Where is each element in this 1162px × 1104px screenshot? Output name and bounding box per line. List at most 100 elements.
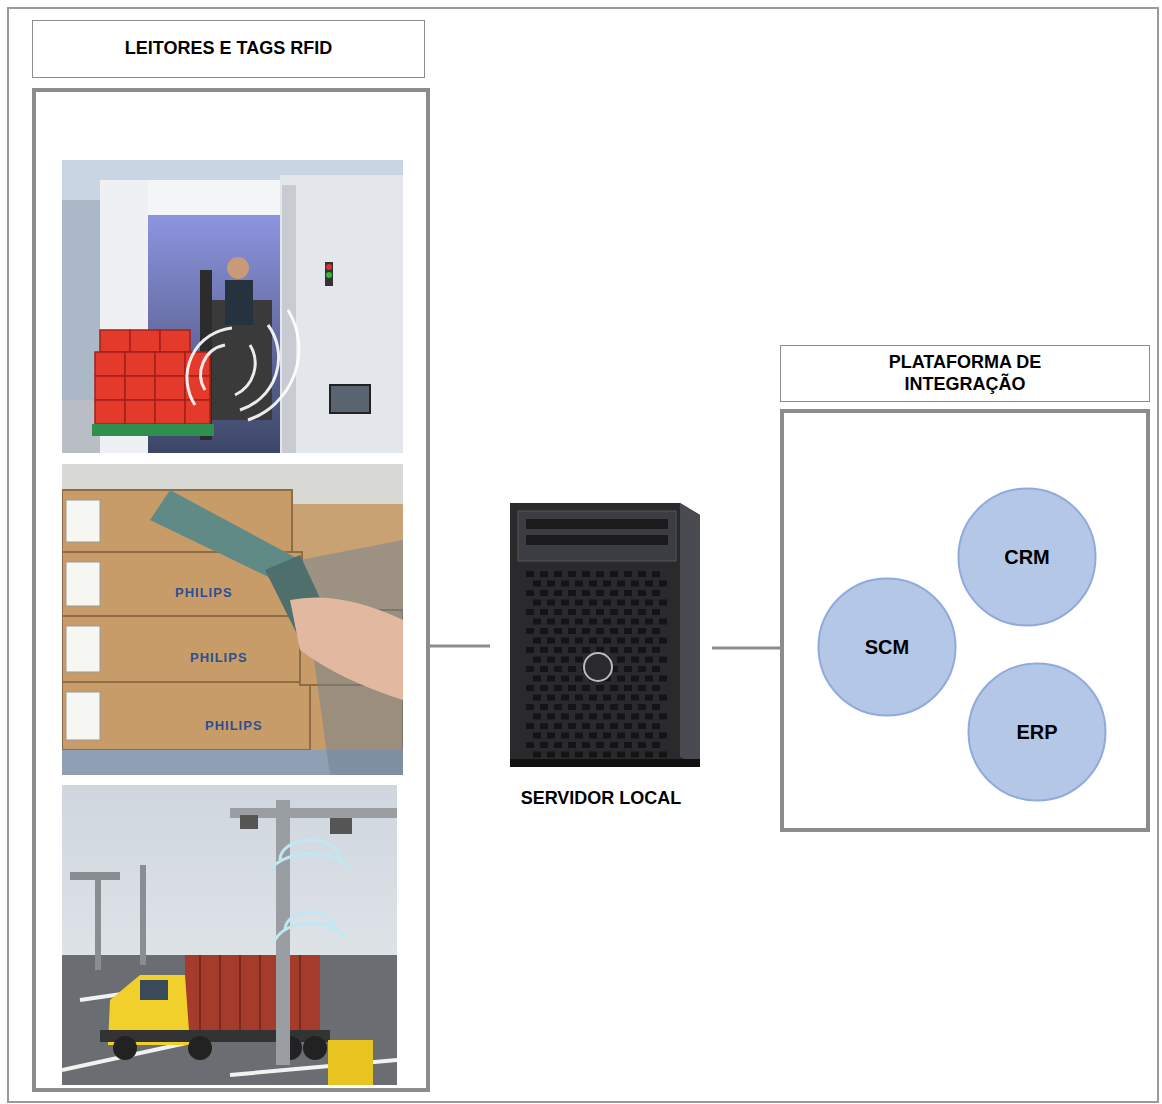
drawing-part [645, 638, 653, 644]
drawing-part [526, 519, 668, 529]
drawing-part [526, 628, 534, 634]
drawing-part [140, 865, 146, 965]
drawing-part [526, 685, 534, 691]
drawing-part [659, 638, 667, 644]
drawing-part [187, 310, 299, 420]
drawing-part [547, 619, 555, 625]
drawing-part [62, 785, 397, 1085]
drawing-part [62, 464, 403, 775]
drawing-part [185, 400, 210, 424]
drawing-part [638, 723, 646, 729]
drawing-part [659, 676, 667, 682]
drawing-part [275, 923, 345, 940]
drawing-part [589, 733, 597, 739]
drawing-part [596, 704, 604, 710]
drawing-part [617, 695, 625, 701]
drawing-part [526, 647, 534, 653]
system-name: CRM [1004, 545, 1050, 569]
drawing-part [596, 723, 604, 729]
drawing-part [554, 571, 562, 577]
drawing-part [645, 581, 653, 587]
drawing-part [582, 628, 590, 634]
drawing-part [659, 695, 667, 701]
drawing-part [638, 666, 646, 672]
drawing-part [547, 714, 555, 720]
drawing-part [575, 714, 583, 720]
drawing-part [638, 609, 646, 615]
drawing-part [540, 685, 548, 691]
drawing-part [568, 647, 576, 653]
drawing-part [624, 666, 632, 672]
drawing-part [568, 590, 576, 596]
drawing-part [66, 626, 100, 672]
drawing-part [582, 571, 590, 577]
drawing-part [561, 752, 569, 758]
drawing-part [125, 376, 155, 400]
drawing-part [561, 657, 569, 663]
drawing-part [92, 424, 214, 436]
drawing-part [533, 752, 541, 758]
drawing-part [561, 733, 569, 739]
circle-outline [819, 579, 956, 716]
panel-heading-box: LEITORES E TAGS RFID [32, 20, 425, 78]
drawing-part [584, 653, 612, 681]
drawing-part [554, 685, 562, 691]
drawing-part [645, 695, 653, 701]
drawing-part [201, 345, 225, 390]
drawing-part [533, 581, 541, 587]
connector-line [430, 645, 490, 648]
drawing-part [547, 600, 555, 606]
drawing-part [652, 628, 660, 634]
drawing-part [617, 752, 625, 758]
system-name: SCM [865, 635, 909, 659]
drawing-part [547, 695, 555, 701]
drawing-part [589, 752, 597, 758]
drawing-part [652, 723, 660, 729]
drawing-part [526, 609, 534, 615]
drawing-part [554, 590, 562, 596]
drawing-part [326, 264, 332, 270]
drawing-part [624, 609, 632, 615]
drawing-part [638, 685, 646, 691]
drawing-part [540, 628, 548, 634]
drawing-part [610, 685, 618, 691]
drawing-part [328, 1040, 373, 1085]
panel-heading: PLATAFORMA DE INTEGRAÇÃO [850, 352, 1080, 395]
drawing-part [680, 503, 700, 765]
drawing-part [155, 376, 185, 400]
drawing-part [610, 647, 618, 653]
drawing-part [62, 955, 397, 1085]
drawing-part [533, 600, 541, 606]
drawing-part [239, 955, 241, 1030]
drawing-part [330, 385, 370, 413]
drawing-part [659, 714, 667, 720]
drawing-part [589, 600, 597, 606]
drawing-part [547, 676, 555, 682]
drawing-part [270, 854, 350, 870]
drawing-part [589, 695, 597, 701]
drawing-part [603, 695, 611, 701]
drawing-part [280, 175, 403, 453]
drawing-part [533, 676, 541, 682]
drawing-part [510, 759, 700, 767]
drawing-part [526, 704, 534, 710]
drawing-part [227, 257, 249, 279]
drawing-part [568, 666, 576, 672]
truck-gate-photo [62, 785, 397, 1085]
drawing-part [561, 619, 569, 625]
drawing-part [582, 723, 590, 729]
drawing-part [582, 590, 590, 596]
drawing-part [533, 714, 541, 720]
drawing-part [100, 330, 130, 352]
drawing-part [638, 571, 646, 577]
drawing-part [547, 752, 555, 758]
drawing-part [303, 1036, 327, 1060]
drawing-part [610, 609, 618, 615]
server-tower [490, 497, 712, 770]
drawing-part [652, 590, 660, 596]
drawing-part [603, 714, 611, 720]
drawing-part [638, 647, 646, 653]
drawing-part [652, 685, 660, 691]
drawing-part [526, 742, 534, 748]
drawing-part [603, 752, 611, 758]
